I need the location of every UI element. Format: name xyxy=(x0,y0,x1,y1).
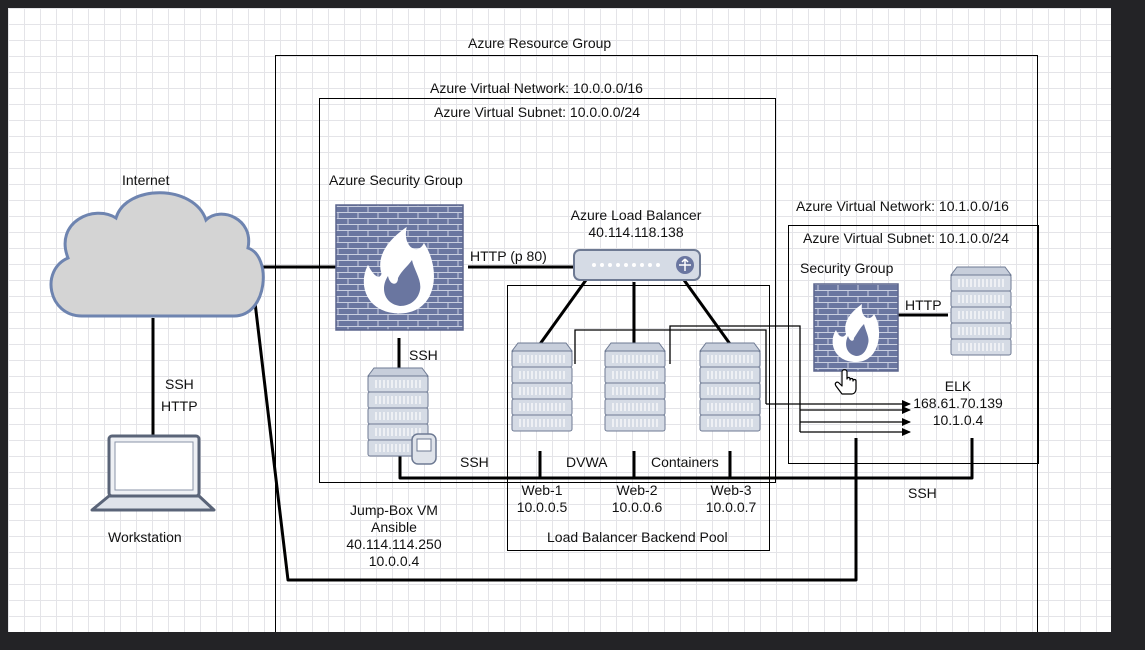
backend-pool-box xyxy=(507,285,770,551)
firewall-icon xyxy=(335,204,464,331)
vnet1-label: Azure Virtual Network: 10.0.0.0/16 xyxy=(430,80,643,96)
elk-ip-public: 168.61.70.139 xyxy=(913,395,1003,411)
backend-pool-label: Load Balancer Backend Pool xyxy=(547,529,728,545)
load-balancer-ip: 40.114.118.138 xyxy=(588,224,684,240)
subnet2-label: Azure Virtual Subnet: 10.1.0.0/24 xyxy=(803,230,1009,246)
web1-name: Web-1 xyxy=(521,482,563,498)
ssh-workstation-label: SSH xyxy=(165,376,194,392)
workstation-label: Workstation xyxy=(108,529,182,545)
ssh-web-label: SSH xyxy=(460,454,489,470)
jumpbox-ip-private: 10.0.0.4 xyxy=(368,553,420,569)
http-p80-label: HTTP (p 80) xyxy=(470,248,547,264)
web3-ip: 10.0.0.7 xyxy=(705,499,757,515)
http-elk-label: HTTP xyxy=(905,297,942,313)
cloud-icon xyxy=(49,191,265,318)
elk-name: ELK xyxy=(944,378,972,394)
elk-ip-private: 10.1.0.4 xyxy=(932,412,984,428)
resource-group-label: Azure Resource Group xyxy=(468,35,612,51)
security-group-firewall-icon xyxy=(813,283,899,372)
jumpbox-ip-public: 40.114.114.250 xyxy=(346,536,442,552)
vnet2-box xyxy=(788,225,1039,464)
web3-server-icon xyxy=(699,342,761,432)
load-balancer-title: Azure Load Balancer xyxy=(570,207,702,223)
diagram-canvas: Azure Resource Group Azure Virtual Netwo… xyxy=(8,8,1111,632)
load-balancer-icon xyxy=(573,249,701,281)
laptop-icon xyxy=(90,434,216,512)
ssh-jumpbox-label: SSH xyxy=(409,347,438,363)
vnet1-box xyxy=(319,98,776,483)
resource-group-box xyxy=(275,55,1038,632)
web2-ip: 10.0.0.6 xyxy=(611,499,663,515)
ssh-elk-label: SSH xyxy=(908,485,937,501)
web1-ip: 10.0.0.5 xyxy=(516,499,568,515)
jumpbox-name: Jump-Box VM xyxy=(350,502,438,518)
jumpbox-badge-icon xyxy=(411,433,437,465)
dvwa-label: DVWA xyxy=(566,454,608,470)
web2-name: Web-2 xyxy=(616,482,658,498)
web1-server-icon xyxy=(511,342,573,432)
jumpbox-ssh-bus-edge xyxy=(398,438,974,480)
web3-name: Web-3 xyxy=(710,482,752,498)
vnet2-label: Azure Virtual Network: 10.1.0.0/16 xyxy=(796,198,1009,214)
diagram-svg xyxy=(49,55,1039,632)
azure-security-group-label: Azure Security Group xyxy=(329,172,463,188)
http-workstation-label: HTTP xyxy=(161,398,198,414)
subnet1-label: Azure Virtual Subnet: 10.0.0.0/24 xyxy=(434,104,640,120)
lb-to-web3-edge xyxy=(682,279,732,345)
web-data-flow-2 xyxy=(669,325,801,432)
web2-server-icon xyxy=(604,342,666,432)
internet-to-elk-ssh-edge xyxy=(252,293,858,582)
hand-cursor-icon xyxy=(834,369,857,395)
lb-to-web1-edge xyxy=(538,279,588,345)
jumpbox-role: Ansible xyxy=(371,519,417,535)
elk-server-icon xyxy=(950,266,1012,356)
containers-label: Containers xyxy=(651,454,719,470)
security-group-label: Security Group xyxy=(800,260,894,276)
internet-label: Internet xyxy=(122,172,170,188)
